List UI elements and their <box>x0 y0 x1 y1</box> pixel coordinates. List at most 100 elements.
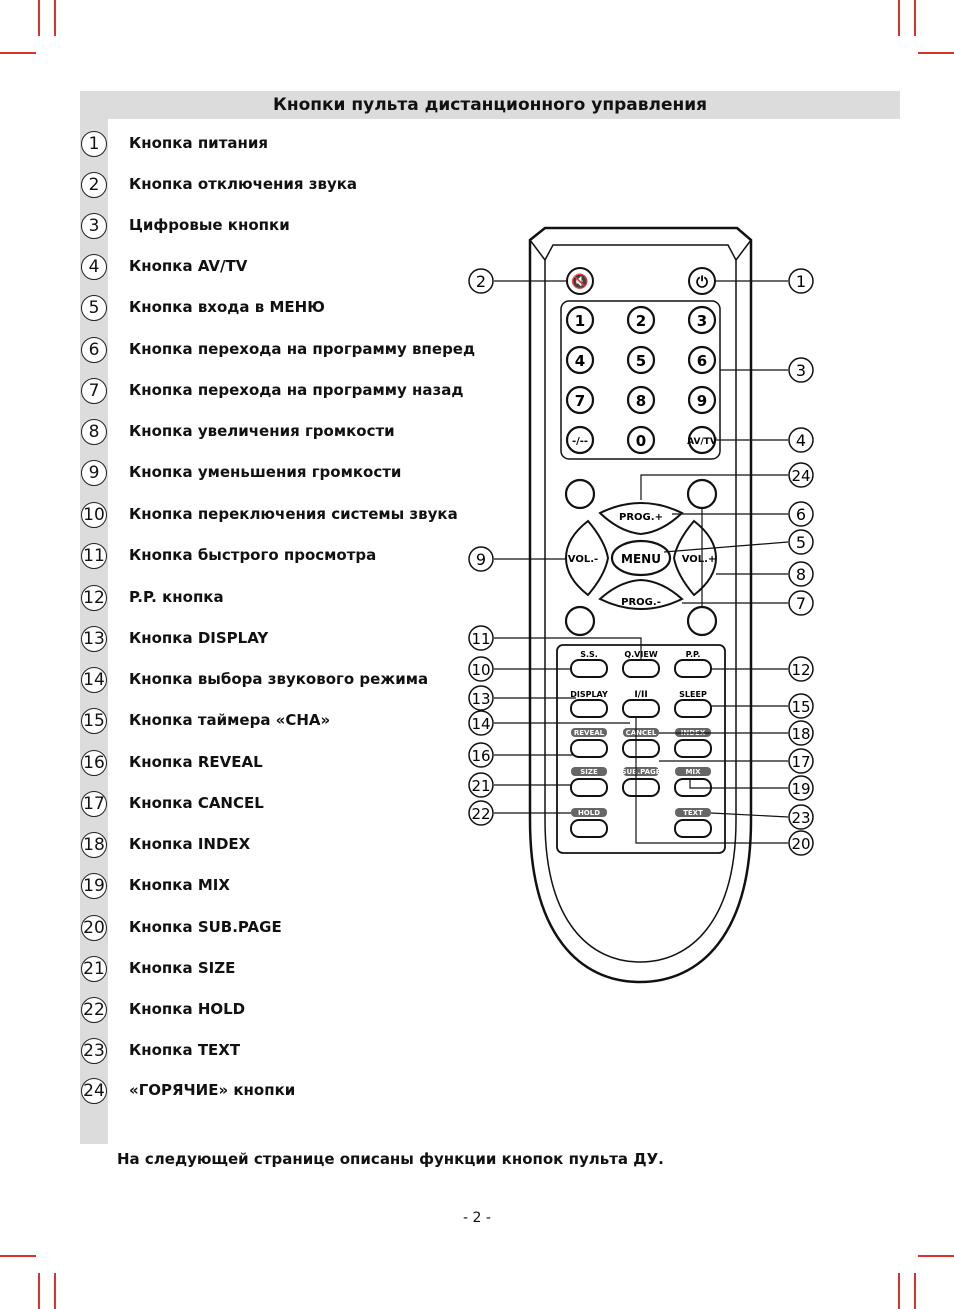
vol-plus-button[interactable] <box>672 519 718 597</box>
menu-label: MENU <box>621 552 661 566</box>
callout-number: 15 <box>81 708 107 734</box>
leader-lines <box>494 280 789 844</box>
callout-number: 19 <box>791 780 810 798</box>
digit-label: 1 <box>575 312 585 330</box>
cancel-button[interactable] <box>622 739 660 758</box>
legend-label: «ГОРЯЧИЕ» кнопки <box>129 1081 296 1099</box>
caption-bar <box>571 767 607 776</box>
callout-circle <box>788 775 814 801</box>
callout-circle <box>468 742 494 768</box>
digit-button-8[interactable] <box>626 385 656 415</box>
display-button[interactable] <box>570 699 608 718</box>
button-caption: S.S. <box>580 650 598 659</box>
callout-number: 21 <box>471 777 490 795</box>
callout-circle <box>788 830 814 856</box>
menu-button[interactable] <box>610 539 672 577</box>
text-button[interactable] <box>674 819 712 838</box>
hot-key-button[interactable] <box>686 478 718 510</box>
callout-circle <box>788 590 814 616</box>
page-number: - 2 - <box>463 1210 491 1226</box>
legend-label: Кнопка таймера «СНА» <box>129 711 331 729</box>
legend-label: Кнопка REVEAL <box>129 753 263 771</box>
legend-label: Кнопка увеличения громкости <box>129 422 395 440</box>
subpage-button[interactable] <box>622 778 660 797</box>
callout-circle <box>788 427 814 453</box>
callout-number: 11 <box>471 630 490 648</box>
button-caption: SLEEP <box>679 690 707 699</box>
dash-button[interactable] <box>565 425 595 455</box>
callout-number: 11 <box>81 543 107 569</box>
callout-number: 12 <box>81 585 107 611</box>
digit-button-4[interactable] <box>565 345 595 375</box>
callout-circle <box>788 268 814 294</box>
page-title: Кнопки пульта дистанционного управления <box>80 91 900 119</box>
callout-number: 20 <box>81 915 107 941</box>
power-icon: ⏻ <box>696 273 708 291</box>
digit-button-2[interactable] <box>626 305 656 335</box>
crop-mark <box>898 0 900 36</box>
digit-button-3[interactable] <box>687 305 717 335</box>
callout-number: 22 <box>471 805 490 823</box>
legend-label: Кнопка HOLD <box>129 1000 246 1018</box>
legend-label: Кнопка CANCEL <box>129 794 264 812</box>
callout-number: 5 <box>796 533 806 552</box>
digit-button-6[interactable] <box>687 345 717 375</box>
callout-circle <box>788 462 814 488</box>
vol-minus-button[interactable] <box>564 519 610 597</box>
legend-label: Кнопка перехода на программу вперед <box>129 340 476 358</box>
callout-number: 9 <box>476 550 486 569</box>
vol-plus-label: VOL.+ <box>682 554 717 565</box>
reveal-button[interactable] <box>570 739 608 758</box>
sound-mode-button[interactable] <box>622 699 660 718</box>
crop-mark <box>918 52 954 54</box>
hot-key-button[interactable] <box>564 478 596 510</box>
remote-body-inner <box>544 244 737 963</box>
callout-circle <box>788 804 814 830</box>
hold-button[interactable] <box>570 819 608 838</box>
callout-circle <box>788 656 814 682</box>
callout-number: 1 <box>796 272 806 291</box>
callout-number: 10 <box>81 502 107 528</box>
legend-label: P.P. кнопка <box>129 588 224 606</box>
callout-number: 3 <box>81 213 107 239</box>
pp-button[interactable] <box>674 659 712 678</box>
size-button[interactable] <box>570 778 608 797</box>
digit-label: 6 <box>697 352 707 370</box>
button-caption: I/II <box>634 690 647 700</box>
hot-key-button[interactable] <box>564 605 596 637</box>
callout-circle <box>468 800 494 826</box>
callout-circle <box>468 685 494 711</box>
digit-button-0[interactable] <box>626 425 656 455</box>
callout-circle <box>468 546 494 572</box>
caption-bar <box>623 728 659 737</box>
index-button[interactable] <box>674 739 712 758</box>
callout-circle <box>468 710 494 736</box>
digit-button-7[interactable] <box>565 385 595 415</box>
digit-button-5[interactable] <box>626 345 656 375</box>
callout-number: 20 <box>791 835 810 853</box>
footer-note: На следующей странице описаны функции кн… <box>117 1150 664 1168</box>
prog-plus-button[interactable] <box>598 502 684 536</box>
sleep-button[interactable] <box>674 699 712 718</box>
prog-minus-button[interactable] <box>598 578 684 610</box>
callout-circle <box>788 693 814 719</box>
legend-label: Кнопка быстрого просмотра <box>129 546 377 564</box>
button-caption: CANCEL <box>626 729 657 737</box>
legend-label: Кнопка переключения системы звука <box>129 505 458 523</box>
qview-button[interactable] <box>622 659 660 678</box>
digit-button-9[interactable] <box>687 385 717 415</box>
legend-label: Кнопка MIX <box>129 876 230 894</box>
ss-button[interactable] <box>570 659 608 678</box>
legend-label: Кнопка перехода на программу назад <box>129 381 464 399</box>
callout-number: 2 <box>476 272 486 291</box>
callout-circle <box>468 268 494 294</box>
callout-circle <box>788 561 814 587</box>
crop-mark <box>38 0 40 36</box>
digit-label: 0 <box>636 432 646 450</box>
callout-number: 3 <box>796 361 806 380</box>
callout-number: 17 <box>81 791 107 817</box>
hot-key-button[interactable] <box>686 605 718 637</box>
crop-mark <box>54 1273 56 1309</box>
digit-label: 7 <box>575 392 585 410</box>
digit-button-1[interactable] <box>565 305 595 335</box>
